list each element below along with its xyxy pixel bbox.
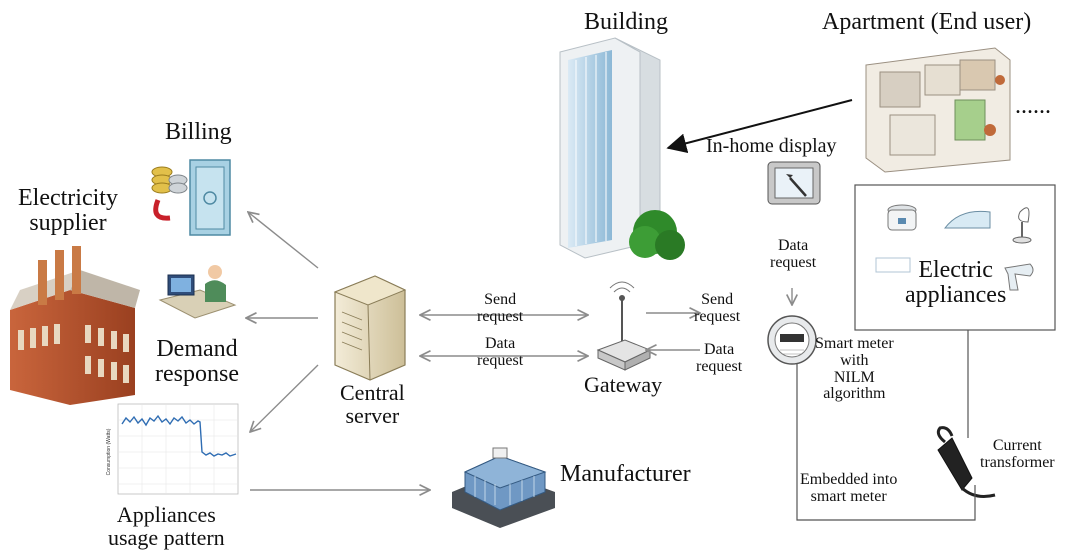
arrow-apartment-to-building [666,99,853,154]
coins-icon [151,166,188,221]
demand-response-workstation-icon [158,265,237,319]
gateway-router-icon [596,281,652,371]
appliance-box-icon [875,257,911,273]
electric-appliances-label: Electric appliances [905,257,1007,309]
in-home-display-icon [767,161,821,205]
send-request-right-label: Send request [694,291,741,325]
billing-safe-icon [189,159,231,236]
arrow-server-to-usage-pattern [250,364,319,432]
apartment-floorplan-icon [865,47,1011,173]
usage-chart-icon: Consumption (Watts) [106,403,239,495]
demand-response-label: Demand response [155,336,239,388]
current-transformer-icon [936,426,996,498]
manufacturer-label: Manufacturer [560,461,691,487]
building-icon [559,37,661,259]
more-apartments-ellipsis: ...... [1015,93,1051,119]
send-request-left-label: Send request [477,291,524,325]
electricity-supplier-label: Electricity supplier [18,185,118,237]
gateway-label: Gateway [584,372,663,397]
current-transformer-label: Current transformer [980,437,1055,471]
wire-meter-to-ct [796,364,976,521]
embedded-into-smart-meter-label: Embedded into smart meter [800,471,898,505]
data-request-left-label: Data request [477,335,524,369]
rice-cooker-icon [887,204,917,231]
fan-icon [1012,207,1032,244]
in-home-display-label: In-home display [706,135,837,157]
hair-dryer-icon [1004,263,1034,291]
factory-icon [10,246,140,405]
appliances-usage-pattern-label: Appliances usage pattern [108,502,225,551]
server-icon [333,275,407,381]
central-server-label: Central server [340,380,405,429]
tree-icon [629,210,685,260]
smart-meter-label: Smart meter with NILM algorithm [815,335,894,403]
building-label: Building [584,9,669,35]
iron-icon [943,210,991,229]
billing-label: Billing [165,119,232,145]
smart-meter-icon [767,315,817,365]
data-request-right-label: Data request [696,341,743,375]
manufacturer-building-icon [452,447,555,528]
chart-ylabel: Consumption (Watts) [106,428,112,475]
apartment-label: Apartment (End user) [822,9,1032,35]
data-request-vertical-label: Data request [770,237,817,271]
arrow-server-to-billing [248,212,319,269]
